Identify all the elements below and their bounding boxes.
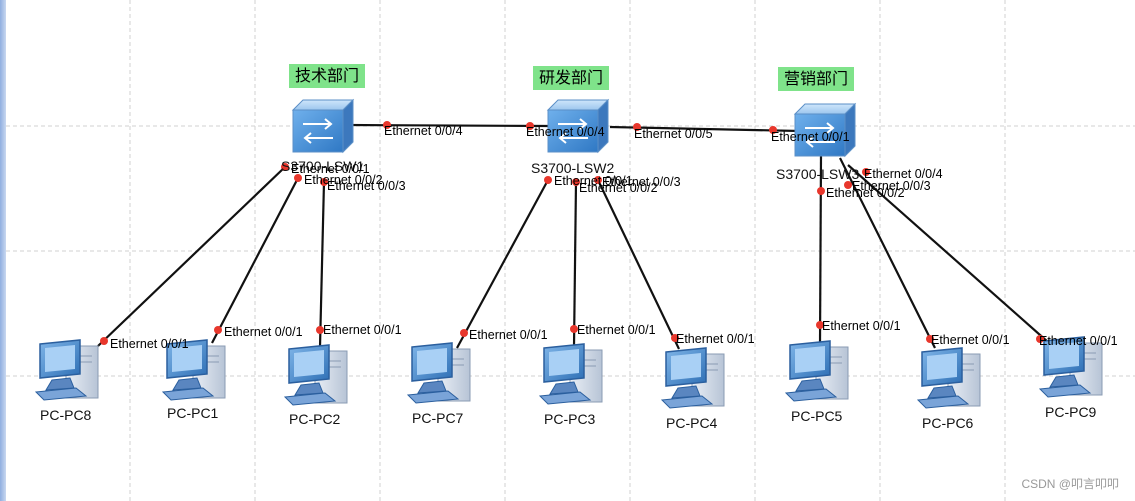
link-sw1-pc8 <box>97 166 286 347</box>
pc-pc1-label: PC-PC1 <box>167 405 219 421</box>
port-label-sw2-p3: Ethernet 0/0/3 <box>602 175 681 189</box>
port-label-sw2-p2: Ethernet 0/0/2 <box>579 181 658 195</box>
pc-pc2-icon[interactable] <box>283 344 348 406</box>
watermark: CSDN @叩言叩叩 <box>1021 477 1119 491</box>
link-sw3-pc5 <box>818 154 823 346</box>
port-label-sw3-p4: Ethernet 0/0/4 <box>864 167 943 181</box>
port-label-pc2: Ethernet 0/0/1 <box>323 323 402 337</box>
pc-pc4-icon[interactable] <box>660 347 725 409</box>
port-indicators <box>100 121 1044 345</box>
pc-pc5-label: PC-PC5 <box>791 408 843 424</box>
port-label-sw1-p2: Ethernet 0/0/2 <box>304 173 383 187</box>
port-label-pc7: Ethernet 0/0/1 <box>469 328 548 342</box>
switch-lsw2-label: S3700-LSW2 <box>531 160 615 176</box>
link-sw2-pc4 <box>597 179 680 350</box>
switch-lsw3-icon[interactable] <box>793 102 857 158</box>
port-label-sw3-p2: Ethernet 0/0/2 <box>826 186 905 200</box>
link-sw1-pc1 <box>211 177 299 344</box>
port-label-sw2-right: Ethernet 0/0/5 <box>634 127 713 141</box>
dept-label-marketing: 营销部门 <box>778 67 855 91</box>
switch-lsw2-icon[interactable] <box>546 98 610 154</box>
pc-pc3-label: PC-PC3 <box>544 411 596 427</box>
port-label-sw2-left: Ethernet 0/0/4 <box>526 125 605 139</box>
port-label-sw2-p1: Ethernet 0/0/1 <box>554 174 633 188</box>
dept-label-rnd: 研发部门 <box>533 66 610 90</box>
link-sw3-pc6 <box>839 157 936 349</box>
pc-pc6-icon[interactable] <box>916 347 981 409</box>
link-sw3-pc9 <box>847 164 1058 351</box>
link-sw1-pc2 <box>318 181 326 348</box>
port-label-pc5: Ethernet 0/0/1 <box>822 319 901 333</box>
port-label-pc8: Ethernet 0/0/1 <box>110 337 189 351</box>
pc-pc6-label: PC-PC6 <box>922 415 974 431</box>
pc-pc1-icon[interactable] <box>161 339 226 401</box>
pc-pc3-icon[interactable] <box>538 343 603 405</box>
port-label-sw1-uplink: Ethernet 0/0/4 <box>384 124 463 138</box>
port-label-pc3: Ethernet 0/0/1 <box>577 323 656 337</box>
switch-lsw3-label: S3700-LSW3 <box>776 166 860 182</box>
port-label-pc6: Ethernet 0/0/1 <box>931 333 1010 347</box>
link-sw1-sw2 <box>347 123 549 128</box>
pc-pc7-icon[interactable] <box>406 342 471 404</box>
port-label-sw1-p1: Ethernet 0/0/1 <box>291 162 370 176</box>
pc-pc9-label: PC-PC9 <box>1045 404 1097 420</box>
pc-pc8-label: PC-PC8 <box>40 407 92 423</box>
switch-lsw1-label: S3700-LSW1 <box>281 158 365 174</box>
port-label-pc1: Ethernet 0/0/1 <box>224 325 303 339</box>
dept-label-tech: 技术部门 <box>289 64 366 88</box>
port-label-pc9: Ethernet 0/0/1 <box>1039 334 1118 348</box>
link-sw2-sw3 <box>609 125 801 133</box>
pc-pc5-icon[interactable] <box>784 340 849 402</box>
switch-lsw1-icon[interactable] <box>291 98 355 154</box>
port-label-sw3-uplink: Ethernet 0/0/1 <box>771 130 850 144</box>
link-sw2-pc3 <box>572 181 578 348</box>
pc-pc4-label: PC-PC4 <box>666 415 718 431</box>
port-label-pc4: Ethernet 0/0/1 <box>676 332 755 346</box>
links <box>97 123 1058 351</box>
pc-pc2-label: PC-PC2 <box>289 411 341 427</box>
pc-pc7-label: PC-PC7 <box>412 410 464 426</box>
canvas-left-edge <box>0 0 6 501</box>
pc-pc8-icon[interactable] <box>34 339 99 401</box>
link-sw2-pc7 <box>456 179 549 349</box>
port-label-sw1-p3: Ethernet 0/0/3 <box>327 179 406 193</box>
port-label-sw3-p3: Ethernet 0/0/3 <box>852 179 931 193</box>
pc-pc9-icon[interactable] <box>1038 336 1103 398</box>
